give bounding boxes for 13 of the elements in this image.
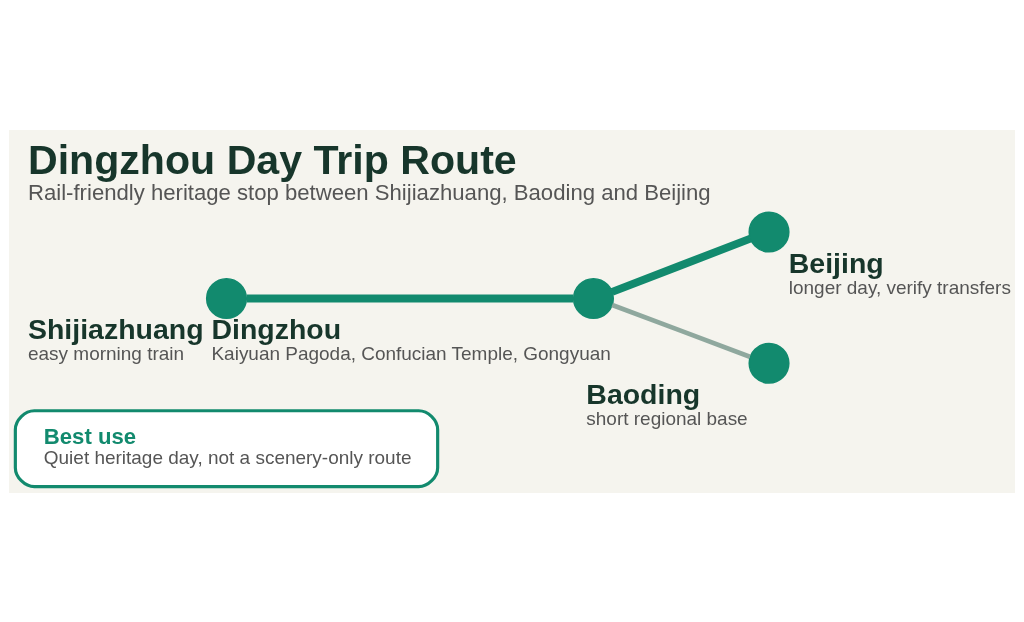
connector	[610, 234, 752, 296]
node-circle	[572, 277, 614, 319]
node-circle	[748, 342, 790, 384]
node-circle	[205, 277, 248, 319]
diagram-title: Dingzhou Day Trip Route	[28, 136, 517, 183]
node-box: Best use Quiet heritage day, not a scenery-only route	[13, 408, 440, 488]
node-label: Beijing	[788, 246, 884, 279]
connector	[246, 294, 574, 302]
node-label: Dingzhou	[211, 312, 342, 345]
connector	[611, 302, 751, 359]
node-circle	[748, 210, 790, 253]
node-label: Shijiazhuang	[28, 312, 204, 345]
node-label: Baoding	[586, 377, 701, 410]
